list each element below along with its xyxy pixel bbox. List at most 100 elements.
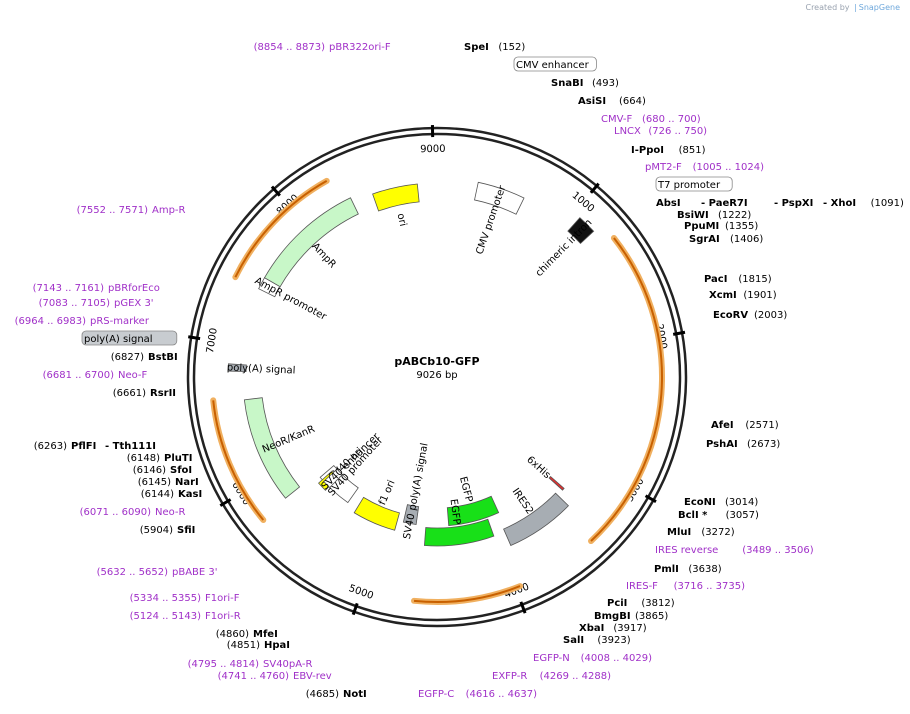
label-amp-r: (7552 .. 7571)Amp-R [77, 205, 186, 216]
orf-arc-1 [588, 235, 665, 545]
label-name-lncx: LNCX [614, 126, 641, 137]
plasmid-backbone [186, 126, 688, 628]
backbone-inner-ring [192, 132, 682, 622]
label-ebv-rev: (4741 .. 4760)EBV-rev [218, 671, 332, 682]
label-egfp-n: EGFP-N(4008 .. 4029) [533, 653, 652, 664]
tick-label-9000: 9000 [420, 144, 446, 155]
label-sfoi: (6146) SfoI [133, 465, 192, 476]
label-f1ori-r: (5124 .. 5143)F1ori-R [130, 611, 241, 622]
label-xcmi: XcmI (1901) [709, 290, 777, 301]
label-name-f1ori-r: F1ori-R [205, 611, 241, 622]
label-pos-f1ori-f: (5334 .. 5355) [130, 593, 202, 604]
label-pos-xcmi: (1901) [743, 290, 776, 301]
label-name-noti: NotI [343, 689, 367, 700]
center-title: pABCb10-GFP 9026 bp [394, 355, 479, 381]
label-pos-bcli: (3057) [726, 510, 759, 521]
label-name-ebv-rev: EBV-rev [293, 671, 332, 682]
label-pos-ebv-rev: (4741 .. 4760) [218, 671, 290, 682]
label-spei: SpeI(152) [464, 42, 525, 53]
label-name-sfii: SfiI [177, 525, 195, 536]
feature-poly-a-signal-12 [227, 363, 247, 373]
label-name-i-ppoi: I-PpoI [631, 145, 664, 156]
label-bmgbi: BmgBI(3865) [594, 611, 668, 622]
label-pos-pcii: (3812) [641, 598, 674, 609]
feature-label-sv40-poly-a-signal-6: SV40 poly(A) signal [402, 442, 431, 540]
label-pos-sgrai: (1406) [730, 234, 763, 245]
label-pos-sfoi: (6146) [133, 465, 166, 476]
feature-ires2-2 [503, 492, 570, 547]
label-ires-f: IRES-F(3716 .. 3735) [626, 581, 745, 592]
label-tth111i: - Tth111I [105, 441, 156, 452]
label-paci: PacI(1815) [704, 274, 772, 285]
label-name-bmgbi: BmgBI [594, 611, 631, 622]
label-pos-egfp-n: (4008 .. 4029) [581, 653, 653, 664]
label-name-pspxi: - PspXI [774, 198, 813, 209]
label-name-f1ori-f: F1ori-F [205, 593, 240, 604]
label-name-asisi: AsiSI [578, 96, 606, 107]
tick-8000 [270, 185, 281, 197]
label-pbrforeco: (7143 .. 7161)pBRforEco [33, 283, 160, 294]
label-name-xcmi: XcmI [709, 290, 737, 301]
label-pos-pluti: (6148) [127, 453, 160, 464]
label-name-pgex-3: pGEX 3' [114, 298, 154, 309]
label-name-paci: PacI [704, 274, 727, 285]
site-labels: SpeI(152)CMV enhancerSnaBI(493)AsiSI(664… [15, 42, 904, 700]
label-i-ppoi: I-PpoI(851) [631, 145, 706, 156]
tick-5000 [351, 602, 359, 616]
feature-label-ampr-promoter-13: AmpR promoter [253, 276, 329, 324]
label-pos-ppumi: (1355) [725, 221, 758, 232]
label-pos-bstbi: (6827) [111, 352, 144, 363]
label-pos-pbrforeco: (7143 .. 7161) [33, 283, 105, 294]
feature-chimeric-intron-1 [567, 217, 595, 245]
tick-3000 [644, 494, 657, 503]
label-pos-econi: (3014) [725, 497, 758, 508]
label-xbai: XbaI(3917) [579, 623, 647, 634]
label-pmli: PmlI(3638) [654, 564, 722, 575]
label-pmt2-f: pMT2-F(1005 .. 1024) [645, 162, 764, 173]
label-name-sfoi: SfoI [170, 465, 192, 476]
label-name-snabi: SnaBI [551, 78, 583, 89]
label-egfp-c: EGFP-C(4616 .. 4637) [418, 689, 537, 700]
label-name-neo-r: Neo-R [155, 507, 186, 518]
label-prs-marker: (6964 .. 6983)pRS-marker [15, 316, 150, 327]
label-name-sgrai: SgrAI [689, 234, 720, 245]
label-pgex-3: (7083 .. 7105)pGEX 3' [39, 298, 154, 309]
label-name-nari: NarI [175, 477, 199, 488]
label-name-pflfi: PflFI [71, 441, 96, 452]
feature-sv40-enhancer-10 [323, 468, 343, 489]
label-box-cmv-enhancer [513, 56, 597, 72]
label-f1ori-f: (5334 .. 5355)F1ori-F [130, 593, 240, 604]
feature-egfp-4 [446, 495, 500, 526]
label-pos-egfp-c: (4616 .. 4637) [466, 689, 538, 700]
label-ppumi: PpuMI(1355) [684, 221, 758, 232]
label-neo-r: (6071 .. 6090)Neo-R [80, 507, 186, 518]
label-name-afei: AfeI [711, 420, 734, 431]
label-name-pcii: PciI [607, 598, 627, 609]
label-pos-ires-f: (3716 .. 3735) [674, 581, 746, 592]
tick-label-7000: 7000 [205, 327, 220, 354]
label-sgrai: SgrAI (1406) [689, 234, 763, 245]
label-name-pbr322ori-f: pBR322ori-F [329, 42, 391, 53]
label-name-bcli: BclI * [678, 510, 708, 521]
snapgene-credit: Created by ❘SnapGene [805, 3, 900, 12]
feature-label-6xhis-3: 6xHis [524, 454, 552, 481]
label-pos-sfii: (5904) [140, 525, 173, 536]
label-pos-pmt2-f: (1005 .. 1024) [693, 162, 765, 173]
label-pos-pbr322ori-f: (8854 .. 8873) [254, 42, 326, 53]
label-absi: AbsI [656, 198, 681, 209]
label-pos-pgex-3: (7083 .. 7105) [39, 298, 111, 309]
label-name-prs-marker: pRS-marker [90, 316, 150, 327]
orf-line-1 [590, 237, 663, 542]
label-pos-asisi: (664) [619, 96, 646, 107]
label-pflfi: (6263)PflFI [34, 441, 97, 452]
label-box-poly-a-signal [81, 330, 178, 346]
label-name-t7-promoter: T7 promoter [657, 180, 721, 191]
label-exfp-r: EXFP-R(4269 .. 4288) [492, 671, 611, 682]
label-lncx: LNCX(726 .. 750) [614, 126, 707, 137]
feature-neor-kanr-11 [243, 397, 301, 499]
label-hpai: (4851)HpaI [227, 640, 290, 651]
label-name-mfei: MfeI [253, 629, 278, 640]
orf-arcs [210, 177, 665, 605]
label-pos-sali: (3923) [597, 635, 630, 646]
label-name-poly-a-signal: poly(A) signal [84, 334, 153, 345]
